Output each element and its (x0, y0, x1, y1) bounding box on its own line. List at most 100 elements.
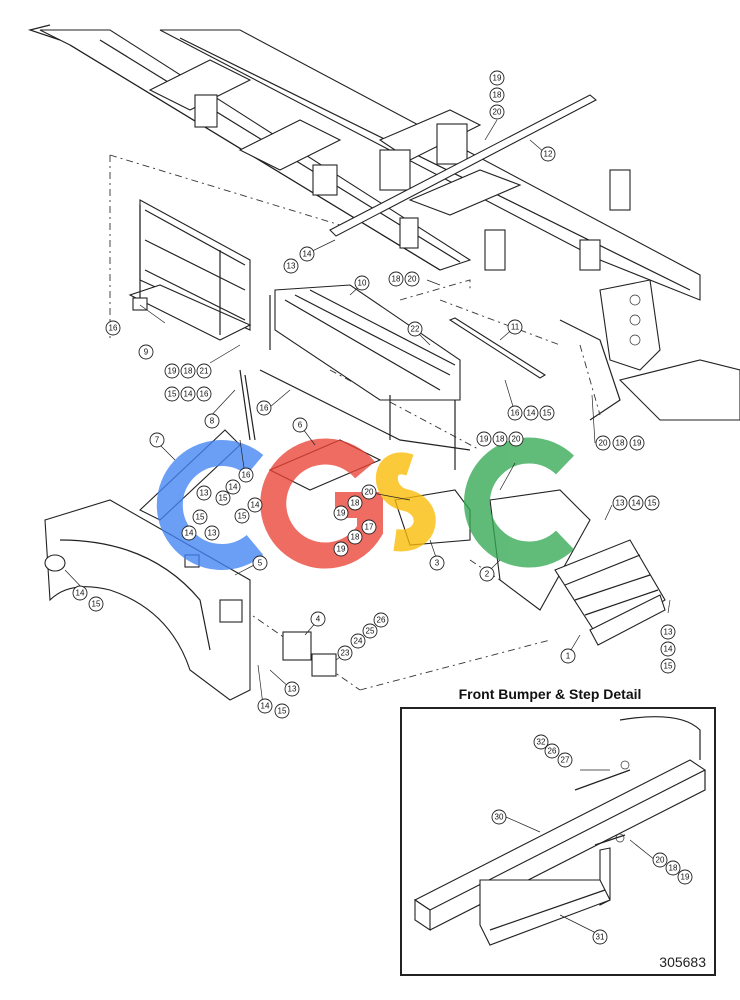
svg-text:6: 6 (298, 421, 303, 430)
bumper-step-detail (413, 716, 707, 946)
callout-21: 21 (196, 363, 212, 379)
callout-14-g: 14 (628, 495, 644, 511)
callout-23: 23 (337, 645, 353, 661)
callout-19-f: 19 (333, 541, 349, 557)
callout-14-i: 14 (72, 585, 88, 601)
svg-text:20: 20 (408, 275, 417, 284)
svg-text:11: 11 (511, 323, 520, 332)
svg-text:26: 26 (377, 616, 386, 625)
svg-text:16: 16 (511, 409, 520, 418)
callout-15-i: 15 (274, 703, 290, 719)
callout-12: 12 (540, 146, 556, 162)
svg-text:7: 7 (155, 436, 160, 445)
svg-text:22: 22 (411, 325, 420, 334)
svg-text:15: 15 (196, 513, 205, 522)
callout-4: 4 (310, 611, 326, 627)
svg-text:31: 31 (596, 933, 605, 942)
svg-text:18: 18 (351, 533, 360, 542)
callout-15-g: 15 (660, 658, 676, 674)
svg-text:15: 15 (543, 409, 552, 418)
callout-20-e: 20 (361, 484, 377, 500)
svg-text:19: 19 (681, 873, 690, 882)
callout-19-b: 19 (164, 363, 180, 379)
svg-text:10: 10 (358, 279, 367, 288)
svg-text:15: 15 (278, 707, 287, 716)
svg-text:16: 16 (200, 390, 209, 399)
callout-1: 1 (560, 648, 576, 664)
svg-text:16: 16 (109, 324, 118, 333)
svg-text:13: 13 (287, 262, 296, 271)
callout-19-c: 19 (629, 435, 645, 451)
callout-14-a: 14 (299, 246, 315, 262)
svg-text:20: 20 (512, 435, 521, 444)
callout-13-b: 13 (196, 485, 212, 501)
callout-15-b: 15 (539, 405, 555, 421)
callout-6: 6 (292, 417, 308, 433)
svg-text:17: 17 (365, 523, 374, 532)
callout-26: 26 (373, 612, 389, 628)
left-step-assembly (128, 199, 252, 341)
svg-text:19: 19 (337, 545, 346, 554)
callout-13-d: 13 (612, 495, 628, 511)
front-step (554, 539, 666, 646)
support-bracket (239, 369, 256, 441)
center-step-rail (259, 284, 471, 470)
svg-text:2: 2 (485, 570, 490, 579)
callout-19-a: 19 (489, 70, 505, 86)
svg-text:9: 9 (144, 348, 149, 357)
svg-text:14: 14 (527, 409, 536, 418)
callout-14-j: 14 (257, 698, 273, 714)
callout-16-e: 16 (238, 467, 254, 483)
callout-19-e: 19 (333, 505, 349, 521)
svg-text:21: 21 (200, 367, 209, 376)
callout-14-f: 14 (181, 525, 197, 541)
callout-18-b: 18 (388, 271, 404, 287)
callout-14-c: 14 (523, 405, 539, 421)
svg-text:19: 19 (633, 439, 642, 448)
svg-text:14: 14 (251, 501, 260, 510)
callout-24: 24 (350, 633, 366, 649)
detail-frame (400, 707, 716, 976)
svg-text:3: 3 (435, 559, 440, 568)
callout-14-h: 14 (660, 641, 676, 657)
callout-27: 26 (544, 743, 560, 759)
callout-18-d: 18 (612, 435, 628, 451)
callout-30: 30 (491, 809, 507, 825)
callout-18-h: 18 (665, 860, 681, 876)
callout-18-a: 18 (489, 87, 505, 103)
svg-text:19: 19 (337, 509, 346, 518)
callout-19-d: 19 (476, 431, 492, 447)
svg-text:14: 14 (229, 483, 238, 492)
svg-text:18: 18 (616, 439, 625, 448)
callout-18-e: 18 (492, 431, 508, 447)
callout-2: 2 (479, 566, 495, 582)
svg-text:14: 14 (303, 250, 312, 259)
svg-text:19: 19 (493, 74, 502, 83)
callout-20-d: 20 (508, 431, 524, 447)
callout-15-h: 15 (88, 596, 104, 612)
watermark-letter-c2 (464, 437, 574, 568)
callout-8: 8 (204, 413, 220, 429)
callout-20-a: 20 (489, 104, 505, 120)
svg-text:13: 13 (616, 499, 625, 508)
callout-14-b: 14 (180, 386, 196, 402)
callout-20-b: 20 (404, 271, 420, 287)
callout-17: 17 (361, 519, 377, 535)
svg-text:30: 30 (495, 813, 504, 822)
drawing-number: 305683 (659, 954, 706, 970)
svg-text:15: 15 (92, 600, 101, 609)
callout-29: 27 (557, 752, 573, 768)
svg-text:13: 13 (664, 628, 673, 637)
svg-text:14: 14 (261, 702, 270, 711)
callout-20-c: 20 (595, 435, 611, 451)
watermark-letter-g (260, 438, 383, 569)
callout-5: 5 (252, 555, 268, 571)
svg-text:16: 16 (260, 404, 269, 413)
svg-text:12: 12 (544, 150, 553, 159)
filler-strip (448, 317, 547, 379)
svg-text:15: 15 (664, 662, 673, 671)
detail-title: Front Bumper & Step Detail (458, 686, 642, 702)
callout-14-e: 14 (247, 497, 263, 513)
svg-text:18: 18 (669, 864, 678, 873)
